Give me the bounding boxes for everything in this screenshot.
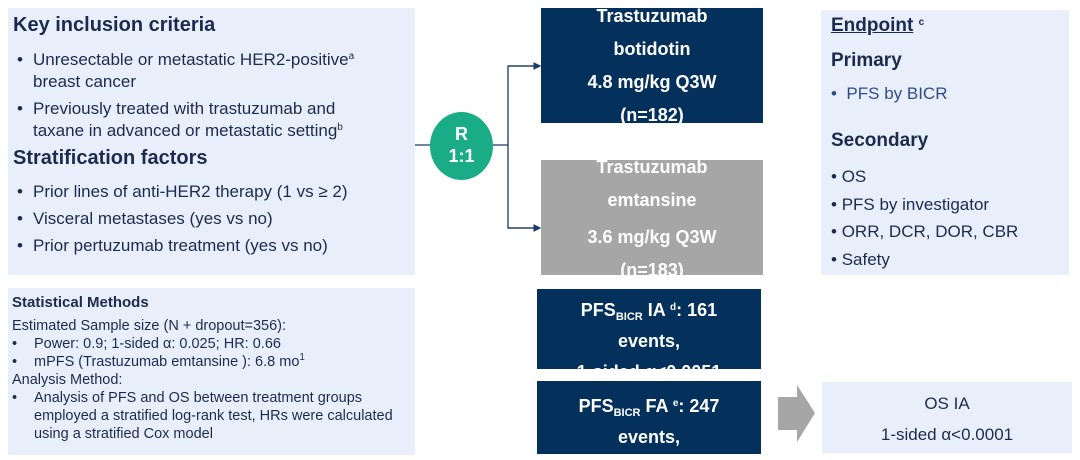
primary-label: Primary	[831, 50, 902, 71]
randomization-ratio: 1:1	[448, 146, 475, 166]
inclusion-item: •Previously treated with trastuzumab and…	[17, 99, 343, 140]
inclusion-title: Key inclusion criteria	[13, 14, 216, 36]
branch-line	[507, 65, 538, 229]
os-ia-label: OS IA	[924, 394, 970, 413]
stratification-title: Stratification factors	[13, 147, 208, 169]
stratification-item: •Prior pertuzumab treatment (yes vs no)	[17, 236, 328, 255]
stratification-item: •Prior lines of anti-HER2 therapy (1 vs …	[17, 182, 348, 201]
right-arrow-icon	[778, 385, 815, 442]
stats-item: •mPFS (Trastuzumab emtansine ): 6.8 mo1	[12, 352, 305, 371]
stats-title: Statistical Methods	[12, 294, 149, 311]
randomization-circle: R 1:1	[430, 112, 493, 180]
endpoint-title: Endpoint c	[831, 15, 925, 36]
stratification-item: •Visceral metastases (yes vs no)	[17, 209, 273, 228]
os-ia-alpha: 1-sided α<0.0001	[880, 425, 1014, 444]
secondary-label: Secondary	[831, 130, 929, 151]
secondary-item: • Safety	[831, 249, 890, 269]
randomization-label: R	[455, 124, 468, 144]
secondary-item: • OS	[831, 167, 867, 186]
stats-item: •Power: 0.9; 1-sided α: 0.025; HR: 0.66	[12, 336, 281, 352]
pfs-final-analysis-box: PFSBICR FA e: 247 events,	[537, 381, 761, 454]
stats-sample-size: Estimated Sample size (N + dropout=356):	[12, 318, 287, 334]
pfs-interim-analysis-box: PFSBICR IA d: 161 events, 1-sided α<0.00…	[537, 289, 761, 369]
inclusion-item: •Unresectable or metastatic HER2-positiv…	[17, 50, 355, 91]
secondary-item: • ORR, DCR, DOR, CBR	[831, 222, 1019, 241]
statistical-methods-panel: Statistical Methods Estimated Sample siz…	[8, 288, 415, 455]
analysis-method-label: Analysis Method:	[12, 372, 123, 388]
inclusion-panel: Key inclusion criteria •Unresectable or …	[8, 8, 415, 275]
primary-item: • PFS by BICR	[831, 84, 948, 103]
secondary-item: • PFS by investigator	[831, 194, 990, 214]
os-interim-analysis-box: OS IA 1-sided α<0.0001	[822, 382, 1072, 453]
endpoint-panel: Endpoint c Primary • PFS by BICR Seconda…	[821, 10, 1069, 275]
analysis-item: •Analysis of PFS and OS between treatmen…	[12, 390, 393, 442]
